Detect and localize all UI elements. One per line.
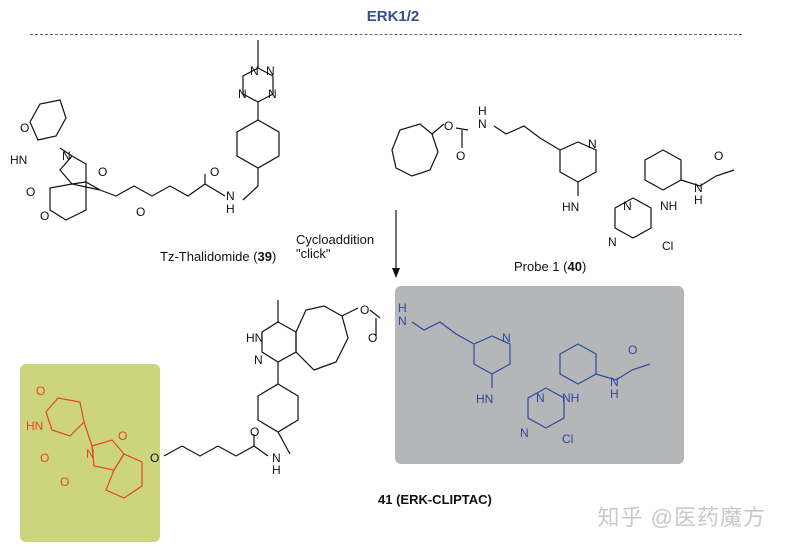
- svg-text:N: N: [266, 64, 275, 78]
- svg-text:O: O: [628, 343, 637, 357]
- reaction-condition: Cycloaddition"click": [296, 232, 375, 261]
- svg-text:O: O: [118, 429, 127, 443]
- page-title: ERK1/2: [366, 8, 420, 25]
- svg-text:H: H: [694, 193, 703, 207]
- svg-text:H: H: [398, 301, 407, 315]
- svg-text:HN: HN: [10, 153, 27, 167]
- svg-text:N: N: [520, 426, 529, 440]
- svg-text:H: H: [226, 202, 235, 216]
- svg-text:H: H: [272, 463, 281, 477]
- svg-text:O: O: [60, 475, 69, 489]
- svg-text:N: N: [268, 87, 277, 101]
- svg-text:NH: NH: [562, 391, 579, 405]
- svg-text:Cl: Cl: [562, 432, 573, 446]
- svg-text:O: O: [36, 384, 45, 398]
- svg-text:HN: HN: [26, 419, 43, 433]
- svg-text:O: O: [26, 185, 35, 199]
- svg-text:O: O: [368, 331, 377, 345]
- svg-text:N: N: [623, 199, 632, 213]
- svg-text:HN: HN: [246, 331, 263, 345]
- svg-text:O: O: [40, 209, 49, 223]
- svg-text:O: O: [250, 425, 259, 439]
- svg-text:O: O: [714, 149, 723, 163]
- svg-text:O: O: [40, 451, 49, 465]
- svg-text:N: N: [608, 235, 617, 249]
- reactant-label-39: Tz-Thalidomide (39): [160, 249, 277, 264]
- thalidomide-structure: [45, 397, 143, 499]
- svg-text:N: N: [238, 87, 247, 101]
- product-core-structure: [163, 300, 381, 457]
- product-label: 41 (ERK-CLIPTAC): [378, 492, 492, 507]
- svg-text:N: N: [478, 117, 487, 131]
- reactant-label-40: Probe 1 (40): [514, 259, 587, 274]
- svg-text:N: N: [610, 375, 619, 389]
- svg-text:H: H: [610, 387, 619, 401]
- svg-text:N: N: [588, 137, 597, 151]
- svg-text:N: N: [398, 314, 407, 328]
- svg-text:O: O: [360, 303, 369, 317]
- svg-text:O: O: [210, 165, 219, 179]
- svg-text:O: O: [456, 149, 465, 163]
- erk-warhead-highlight-box: [395, 286, 684, 464]
- svg-text:O: O: [98, 165, 107, 179]
- svg-text:N: N: [226, 189, 235, 203]
- svg-text:N: N: [86, 447, 95, 461]
- svg-text:N: N: [502, 331, 511, 345]
- watermark: 知乎 @医药魔方: [597, 505, 766, 530]
- svg-text:N: N: [536, 391, 545, 405]
- svg-text:O: O: [20, 121, 29, 135]
- thalidomide-highlight-box: [20, 364, 160, 542]
- svg-text:HN: HN: [476, 392, 493, 406]
- svg-text:Cl: Cl: [662, 239, 673, 253]
- svg-text:N: N: [250, 64, 259, 78]
- svg-text:O: O: [444, 119, 453, 133]
- svg-text:O: O: [136, 205, 145, 219]
- svg-text:O: O: [150, 451, 159, 465]
- tz-thalidomide-structure: [29, 40, 280, 221]
- reaction-arrow-icon: [392, 210, 400, 278]
- svg-text:N: N: [272, 451, 281, 465]
- probe-1-structure: [391, 123, 735, 239]
- svg-text:N: N: [254, 353, 263, 367]
- svg-text:NH: NH: [660, 199, 677, 213]
- svg-text:N: N: [62, 149, 71, 163]
- svg-text:HN: HN: [562, 200, 579, 214]
- svg-text:H: H: [478, 104, 487, 118]
- erk-warhead-structure: [411, 321, 651, 429]
- svg-text:N: N: [694, 181, 703, 195]
- dashed-divider: [30, 34, 742, 35]
